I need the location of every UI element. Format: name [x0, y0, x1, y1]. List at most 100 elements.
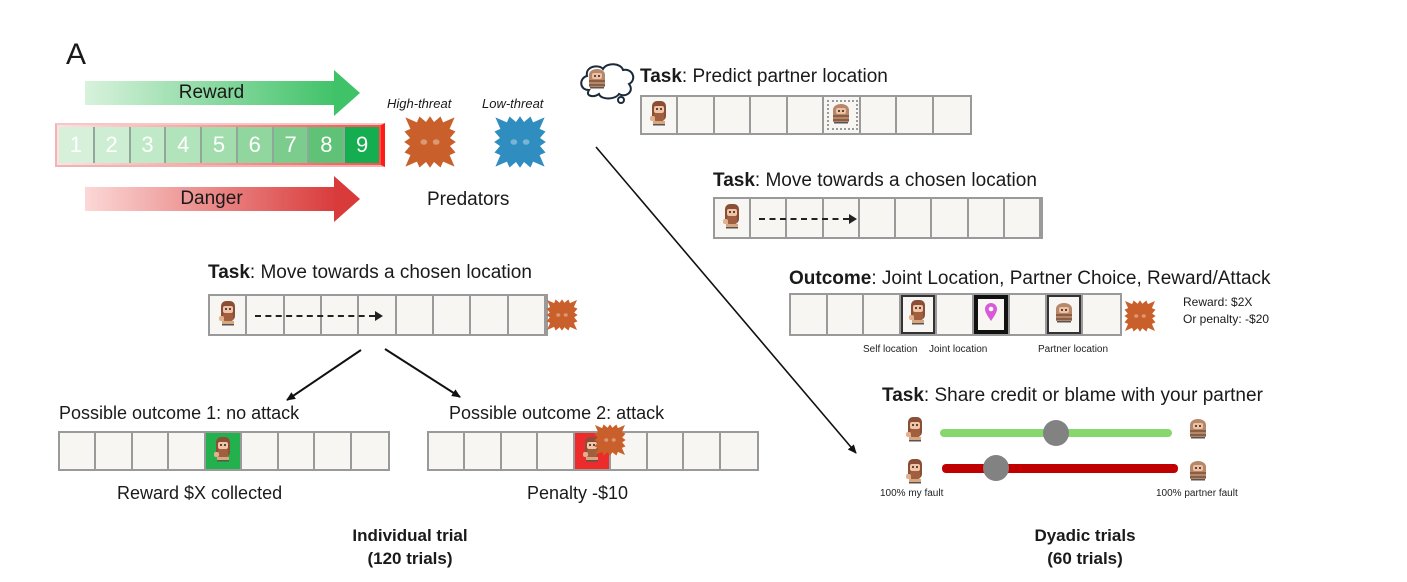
reward-arrow: Reward [85, 70, 360, 116]
grid-cell [860, 199, 897, 237]
self-character-icon [581, 435, 603, 468]
task-bold-label: Task [640, 66, 682, 87]
location-number-cell: 2 [94, 127, 131, 163]
reward-arrow-head [334, 70, 360, 116]
grid-cell [96, 433, 133, 469]
blame-slider-track[interactable] [942, 464, 1178, 473]
grid-cell [359, 296, 397, 334]
location-number-cell: 3 [130, 127, 167, 163]
grid-cell [1083, 295, 1120, 334]
grid-cell [538, 433, 575, 469]
grid-cell [861, 97, 898, 133]
grid-cell [934, 97, 970, 133]
grid-cell [791, 295, 828, 334]
partner-character-icon [1187, 457, 1209, 488]
self-character-icon [904, 415, 926, 448]
location-pin-icon [984, 302, 998, 327]
task-text: : Share credit or blame with your partne… [923, 385, 1263, 406]
grid-cell [60, 433, 97, 469]
location-number-cell: 9 [345, 127, 380, 163]
grid-cell [509, 296, 546, 334]
self-character-icon [648, 99, 670, 132]
grid-cell [864, 295, 901, 334]
individual-task-grid [208, 294, 548, 336]
blame-slider-knob[interactable] [983, 455, 1010, 481]
reward-penalty-text: Reward: $2X Or penalty: -$20 [1183, 295, 1269, 326]
panel-label: A [66, 38, 87, 71]
location-number-cell: 7 [273, 127, 310, 163]
grid-cell [684, 433, 721, 469]
grid-cell [969, 199, 1005, 237]
high-threat-predator-icon [402, 114, 458, 170]
self-character-icon [721, 202, 743, 235]
grid-cell [279, 433, 316, 469]
my-fault-label: 100% my fault [880, 488, 944, 499]
outcome2-caption: Penalty -$10 [527, 483, 629, 503]
individual-footer-title: Individual trial [352, 526, 468, 545]
grid-cell [751, 97, 788, 133]
branch-arrow-outcome1 [286, 349, 362, 401]
danger-arrow: Danger [85, 176, 360, 222]
high-threat-predator-icon [1123, 299, 1157, 333]
task-bold-label: Task [882, 385, 924, 406]
task-text: : Predict partner location [681, 66, 888, 87]
joint-location-label: Joint location [929, 344, 988, 355]
grid-cell [471, 296, 509, 334]
task-bold-label: Task [713, 170, 755, 191]
dyadic-outcome-title: Outcome: Joint Location, Partner Choice,… [789, 268, 1271, 290]
grid-cell [574, 424, 626, 469]
grid-cell [824, 199, 860, 237]
grid-cell [429, 433, 466, 469]
grid-cell [242, 433, 279, 469]
branch-arrow-outcome2 [384, 348, 461, 398]
danger-arrow-head [334, 176, 360, 222]
reward-amount: Reward: $2X [1183, 295, 1253, 309]
grid-cell [896, 199, 933, 237]
grid-cell [205, 433, 243, 469]
grid-cell [397, 296, 434, 334]
grid-cell [1047, 295, 1084, 334]
individual-footer: Individual trial (120 trials) [310, 524, 510, 570]
penalty-amount: Or penalty: -$20 [1183, 312, 1270, 326]
partner-character-icon [586, 65, 608, 96]
task-text: : Move towards a chosen location [249, 262, 532, 283]
grid-cell [648, 433, 685, 469]
self-character-icon [907, 298, 929, 331]
grid-cell [974, 295, 1011, 334]
high-threat-label: High-threat [387, 96, 452, 111]
individual-to-dyadic-arrow [595, 146, 857, 454]
credit-slider[interactable] [940, 420, 1172, 446]
outcome1-grid [58, 431, 390, 471]
credit-slider-knob[interactable] [1043, 420, 1069, 446]
grid-cell [824, 97, 861, 133]
blame-slider[interactable] [942, 455, 1178, 481]
reward-arrow-shaft [85, 81, 338, 105]
grid-cell [1010, 295, 1047, 334]
partner-fault-label: 100% partner fault [1156, 488, 1238, 499]
dyadic-footer-title: Dyadic trials [1034, 526, 1136, 545]
task-bold-label: Task [208, 262, 250, 283]
outcome1-caption: Reward $X collected [117, 483, 283, 503]
grid-cell [678, 97, 715, 133]
outcome2-grid [427, 424, 759, 471]
grid-cell [901, 295, 938, 334]
grid-cell [352, 433, 388, 469]
dyadic-footer-count: (60 trials) [1047, 549, 1123, 568]
dyadic-move-task-title: Task: Move towards a chosen location [713, 170, 1037, 192]
partner-location-label: Partner location [1038, 344, 1109, 355]
predict-task-title: Task: Predict partner location [640, 66, 888, 88]
high-threat-predator-icon [593, 423, 627, 457]
location-number-cell: 6 [237, 127, 274, 163]
predators-caption: Predators [427, 189, 510, 210]
predict-grid [640, 95, 972, 135]
partner-character-icon [1187, 415, 1209, 446]
grid-cell [715, 199, 752, 237]
grid-cell [788, 97, 825, 133]
movement-dashed-arrow [759, 214, 857, 224]
grid-cell [169, 433, 206, 469]
dyadic-move-grid [713, 197, 1043, 239]
grid-cell [133, 433, 170, 469]
self-character-icon [212, 435, 234, 468]
